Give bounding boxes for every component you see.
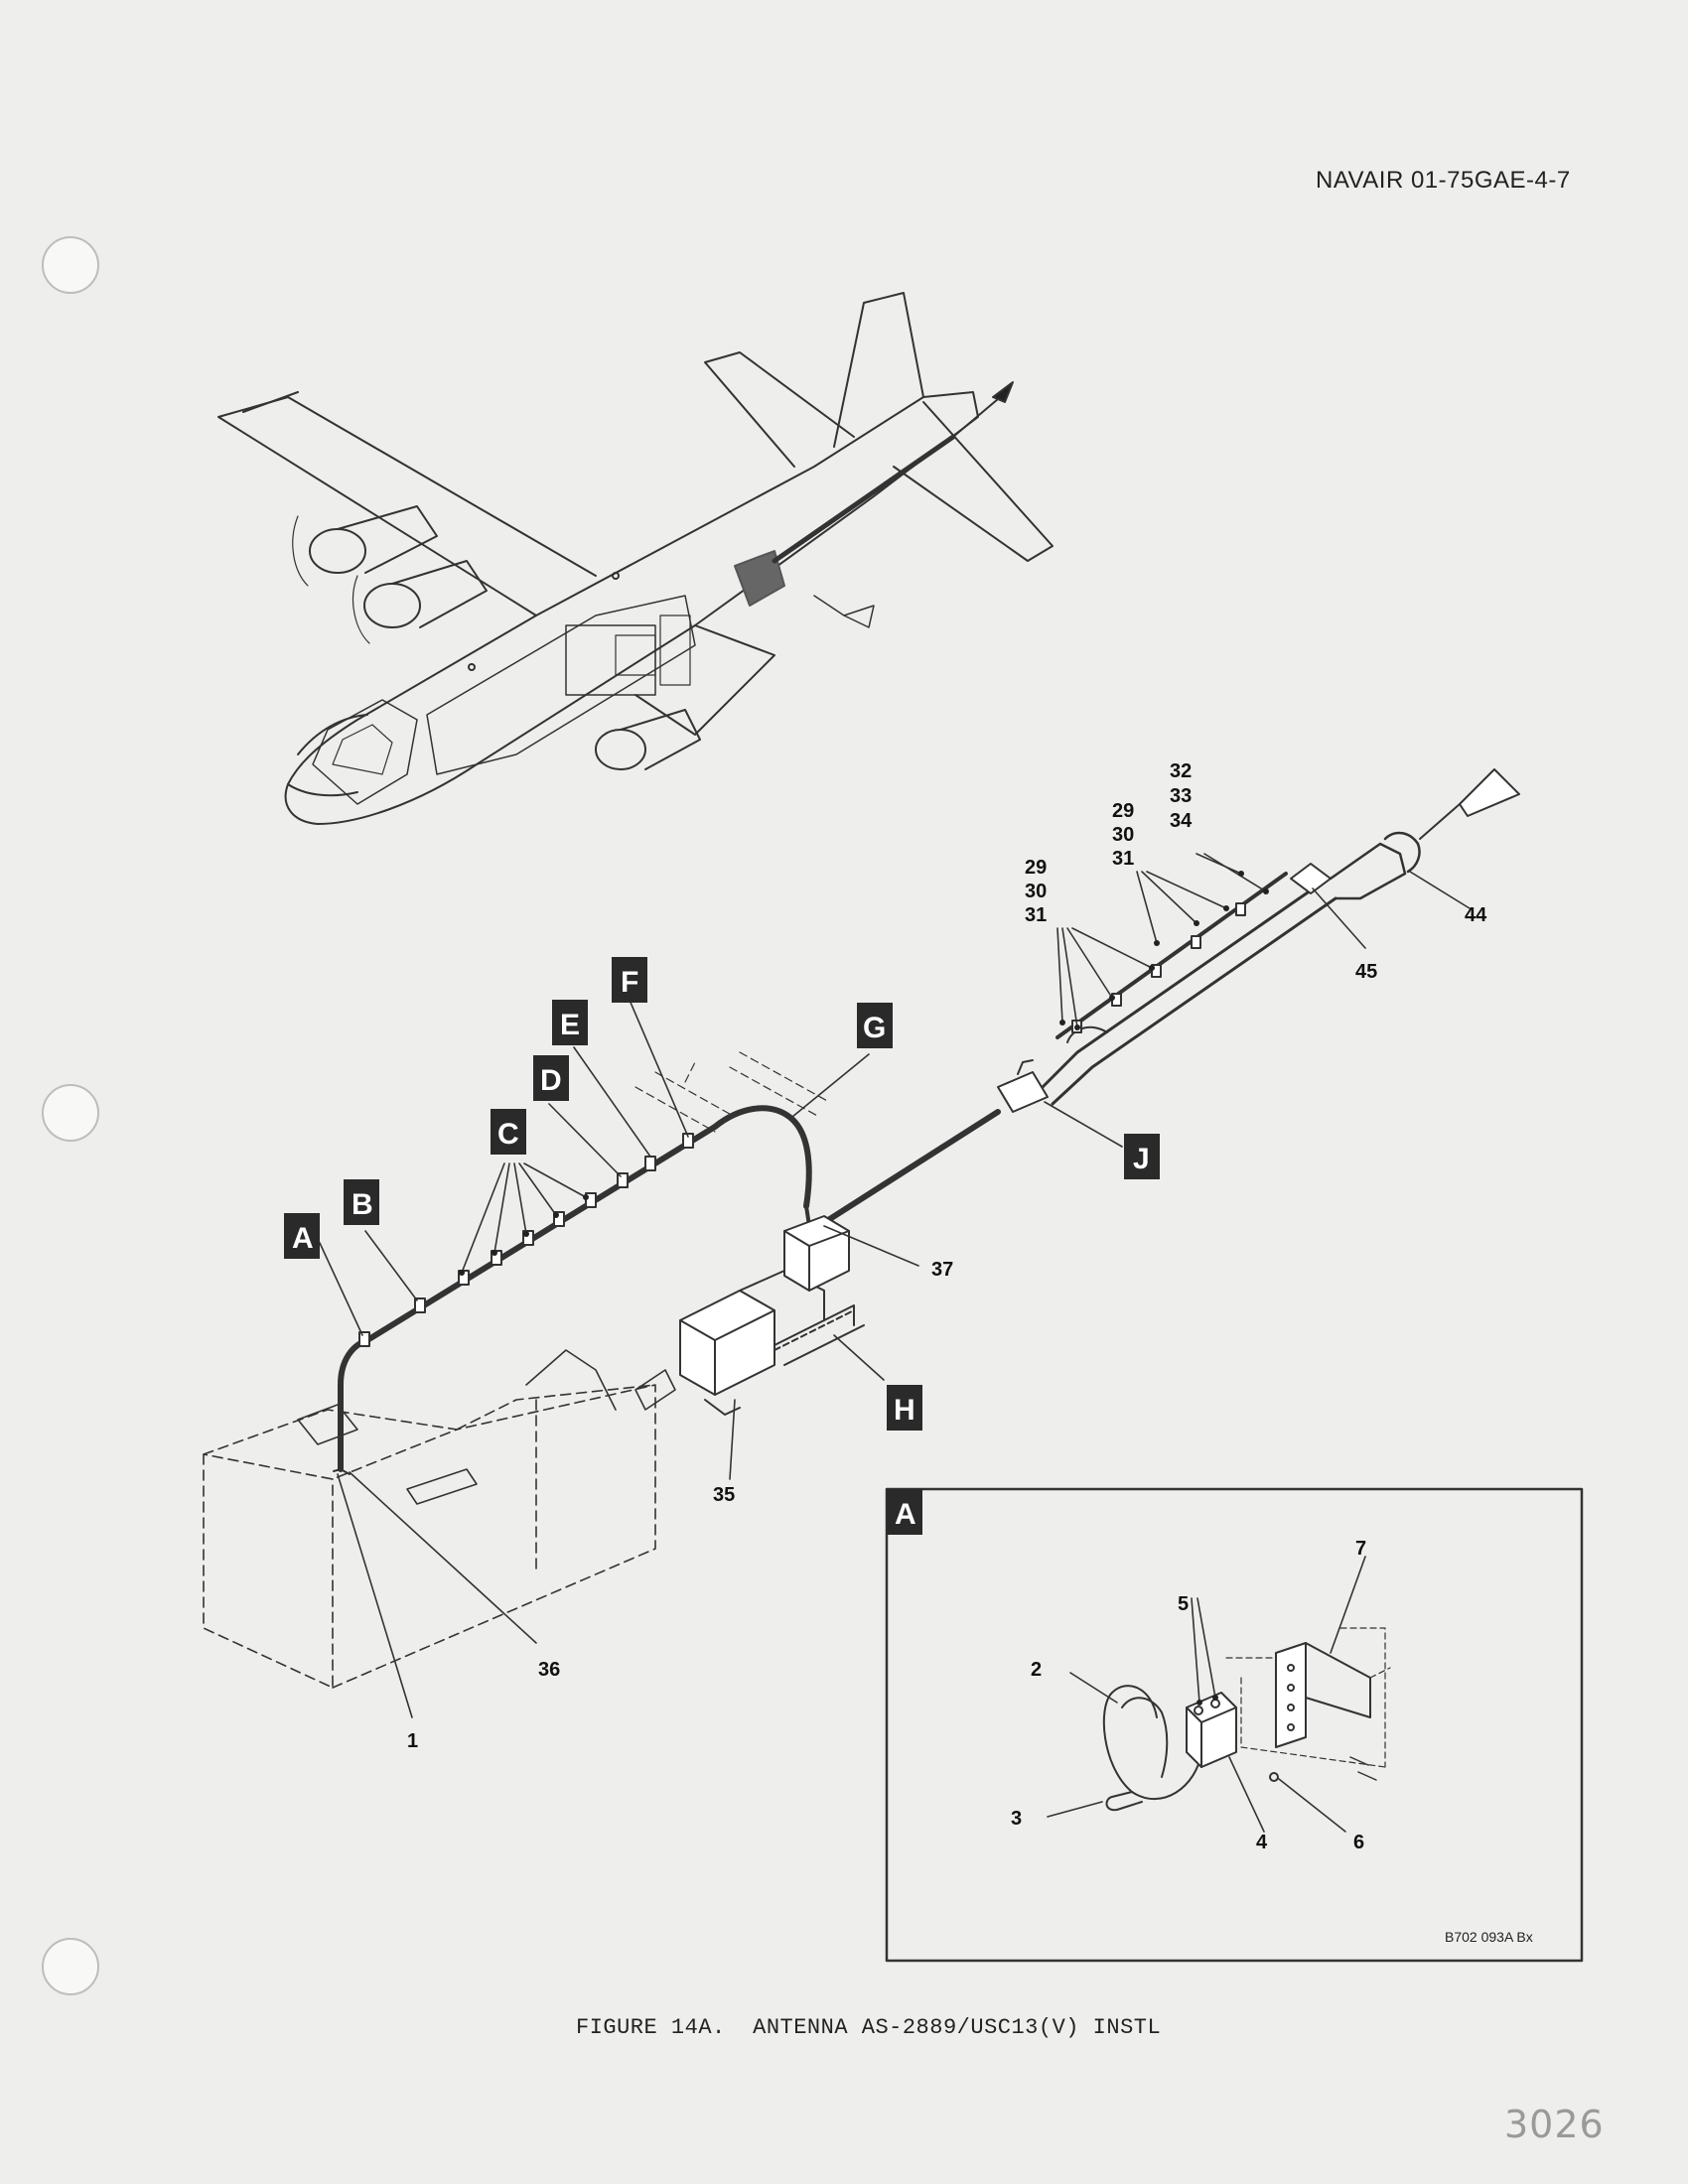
svg-text:H: H — [894, 1394, 915, 1427]
location-letter-d: D — [533, 1055, 569, 1101]
location-letter-h: H — [887, 1385, 922, 1431]
callout-44: 44 — [1465, 904, 1487, 926]
callout-31: 31 — [1025, 904, 1047, 926]
antenna-cable-run — [333, 768, 1520, 1475]
location-letter-g: G — [857, 1003, 893, 1048]
svg-text:E: E — [560, 1009, 580, 1041]
detail-a-clamp-drawing — [1102, 1627, 1391, 1812]
detail-callout-4: 4 — [1256, 1832, 1268, 1853]
location-letter-j: J — [1124, 1134, 1160, 1179]
callout-34: 34 — [1170, 810, 1193, 832]
callout-1: 1 — [407, 1730, 418, 1752]
location-letter-b: B — [344, 1179, 379, 1225]
callout-29: 29 — [1025, 857, 1047, 879]
location-letter-a: A — [284, 1213, 320, 1259]
callout-35: 35 — [713, 1484, 735, 1506]
callout-37: 37 — [931, 1259, 953, 1281]
location-letter-f: F — [612, 957, 647, 1003]
callout-29: 29 — [1112, 800, 1134, 822]
callout-45: 45 — [1355, 961, 1377, 983]
callout-29-30-31-upper: 29 30 31 — [1112, 800, 1134, 870]
svg-text:F: F — [621, 966, 638, 999]
punch-hole-bottom — [42, 1938, 99, 1995]
arrowheads — [459, 871, 1269, 1706]
page-number: 3026 — [1504, 2103, 1605, 2146]
callout-31: 31 — [1112, 848, 1134, 870]
document-number: NAVAIR 01-75GAE-4-7 — [1316, 167, 1571, 194]
svg-text:D: D — [540, 1064, 562, 1097]
antenna-coupler-unit — [679, 1215, 865, 1416]
svg-text:B: B — [352, 1188, 373, 1221]
detail-callout-2: 2 — [1031, 1659, 1042, 1681]
callout-30: 30 — [1025, 881, 1047, 902]
detail-a-letter: A — [887, 1489, 922, 1535]
punch-hole-middle — [42, 1084, 99, 1142]
punch-hole-top — [42, 236, 99, 294]
detail-callout-7: 7 — [1355, 1538, 1366, 1560]
leader-lines — [319, 853, 1471, 1833]
figure-caption: FIGURE 14A. ANTENNA AS-2889/USC13(V) INS… — [576, 2015, 1162, 2040]
callout-30: 30 — [1112, 824, 1134, 846]
aircraft-overview-drawing — [217, 292, 1054, 825]
svg-text:J: J — [1133, 1143, 1150, 1175]
location-letter-e: E — [552, 1000, 588, 1045]
callout-36: 36 — [538, 1659, 560, 1681]
location-letter-c: C — [491, 1109, 526, 1155]
equipment-rack-drawing — [203, 1349, 676, 1689]
callout-33: 33 — [1170, 785, 1192, 807]
callout-29-30-31-lower: 29 30 31 — [1025, 857, 1047, 926]
detail-callout-3: 3 — [1011, 1808, 1022, 1830]
svg-text:A: A — [895, 1498, 916, 1531]
drawing-code: B702 093A Bx — [1445, 1929, 1533, 1945]
detail-a-frame — [885, 1487, 1584, 1963]
detail-callout-5: 5 — [1178, 1593, 1189, 1615]
svg-text:A: A — [292, 1222, 314, 1255]
callout-32: 32 — [1170, 760, 1192, 782]
svg-text:G: G — [863, 1012, 886, 1044]
svg-text:C: C — [497, 1118, 519, 1151]
detail-callout-6: 6 — [1353, 1832, 1364, 1853]
callout-32-33-34: 32 33 34 — [1170, 760, 1193, 832]
